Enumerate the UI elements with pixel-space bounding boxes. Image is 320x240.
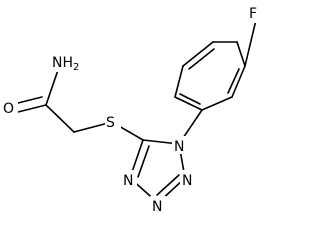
- atom-tetrazole-n3: N: [152, 199, 162, 215]
- bond-ring-c4-c5-double: [179, 93, 201, 105]
- atom-carbonyl-oxygen: O: [3, 101, 14, 117]
- atom-sulfur: S: [106, 115, 115, 131]
- bond-ring-c4-c5: [174, 96, 203, 111]
- bond-carbonyl-n: [45, 69, 59, 106]
- atom-amide-nitrogen: NH2: [52, 55, 79, 73]
- bond-n3-n2-double: [156, 174, 180, 196]
- bond-ring-c6-c1: [182, 41, 214, 67]
- bond-ring-c1-c2: [236, 41, 246, 67]
- bond-ring-c6-c1-double: [188, 48, 215, 70]
- atom-labels: F NH2 O S N N N N: [2, 3, 263, 215]
- bond-ring-c2-c3: [231, 65, 246, 98]
- atom-tetrazole-n2: N: [182, 173, 192, 189]
- molecule-structure: F NH2 O S N N N N: [2, 3, 263, 215]
- bond-carbonyl-o: [13, 104, 47, 114]
- bond-ring-c3-c3-double: [227, 68, 240, 94]
- bond-c-f: [244, 19, 257, 67]
- bond-ch2-carbonyl: [45, 104, 75, 133]
- bond-ring-c3-c4: [201, 96, 233, 111]
- atom-fluorine: F: [249, 6, 257, 22]
- bond-carbonyl-o-double: [13, 96, 43, 105]
- atom-tetrazole-n1: N: [174, 139, 184, 155]
- atom-tetrazole-n4: N: [123, 173, 133, 189]
- bond-ring-c5-c6: [174, 65, 184, 98]
- bond-c5-n4-double: [137, 145, 150, 178]
